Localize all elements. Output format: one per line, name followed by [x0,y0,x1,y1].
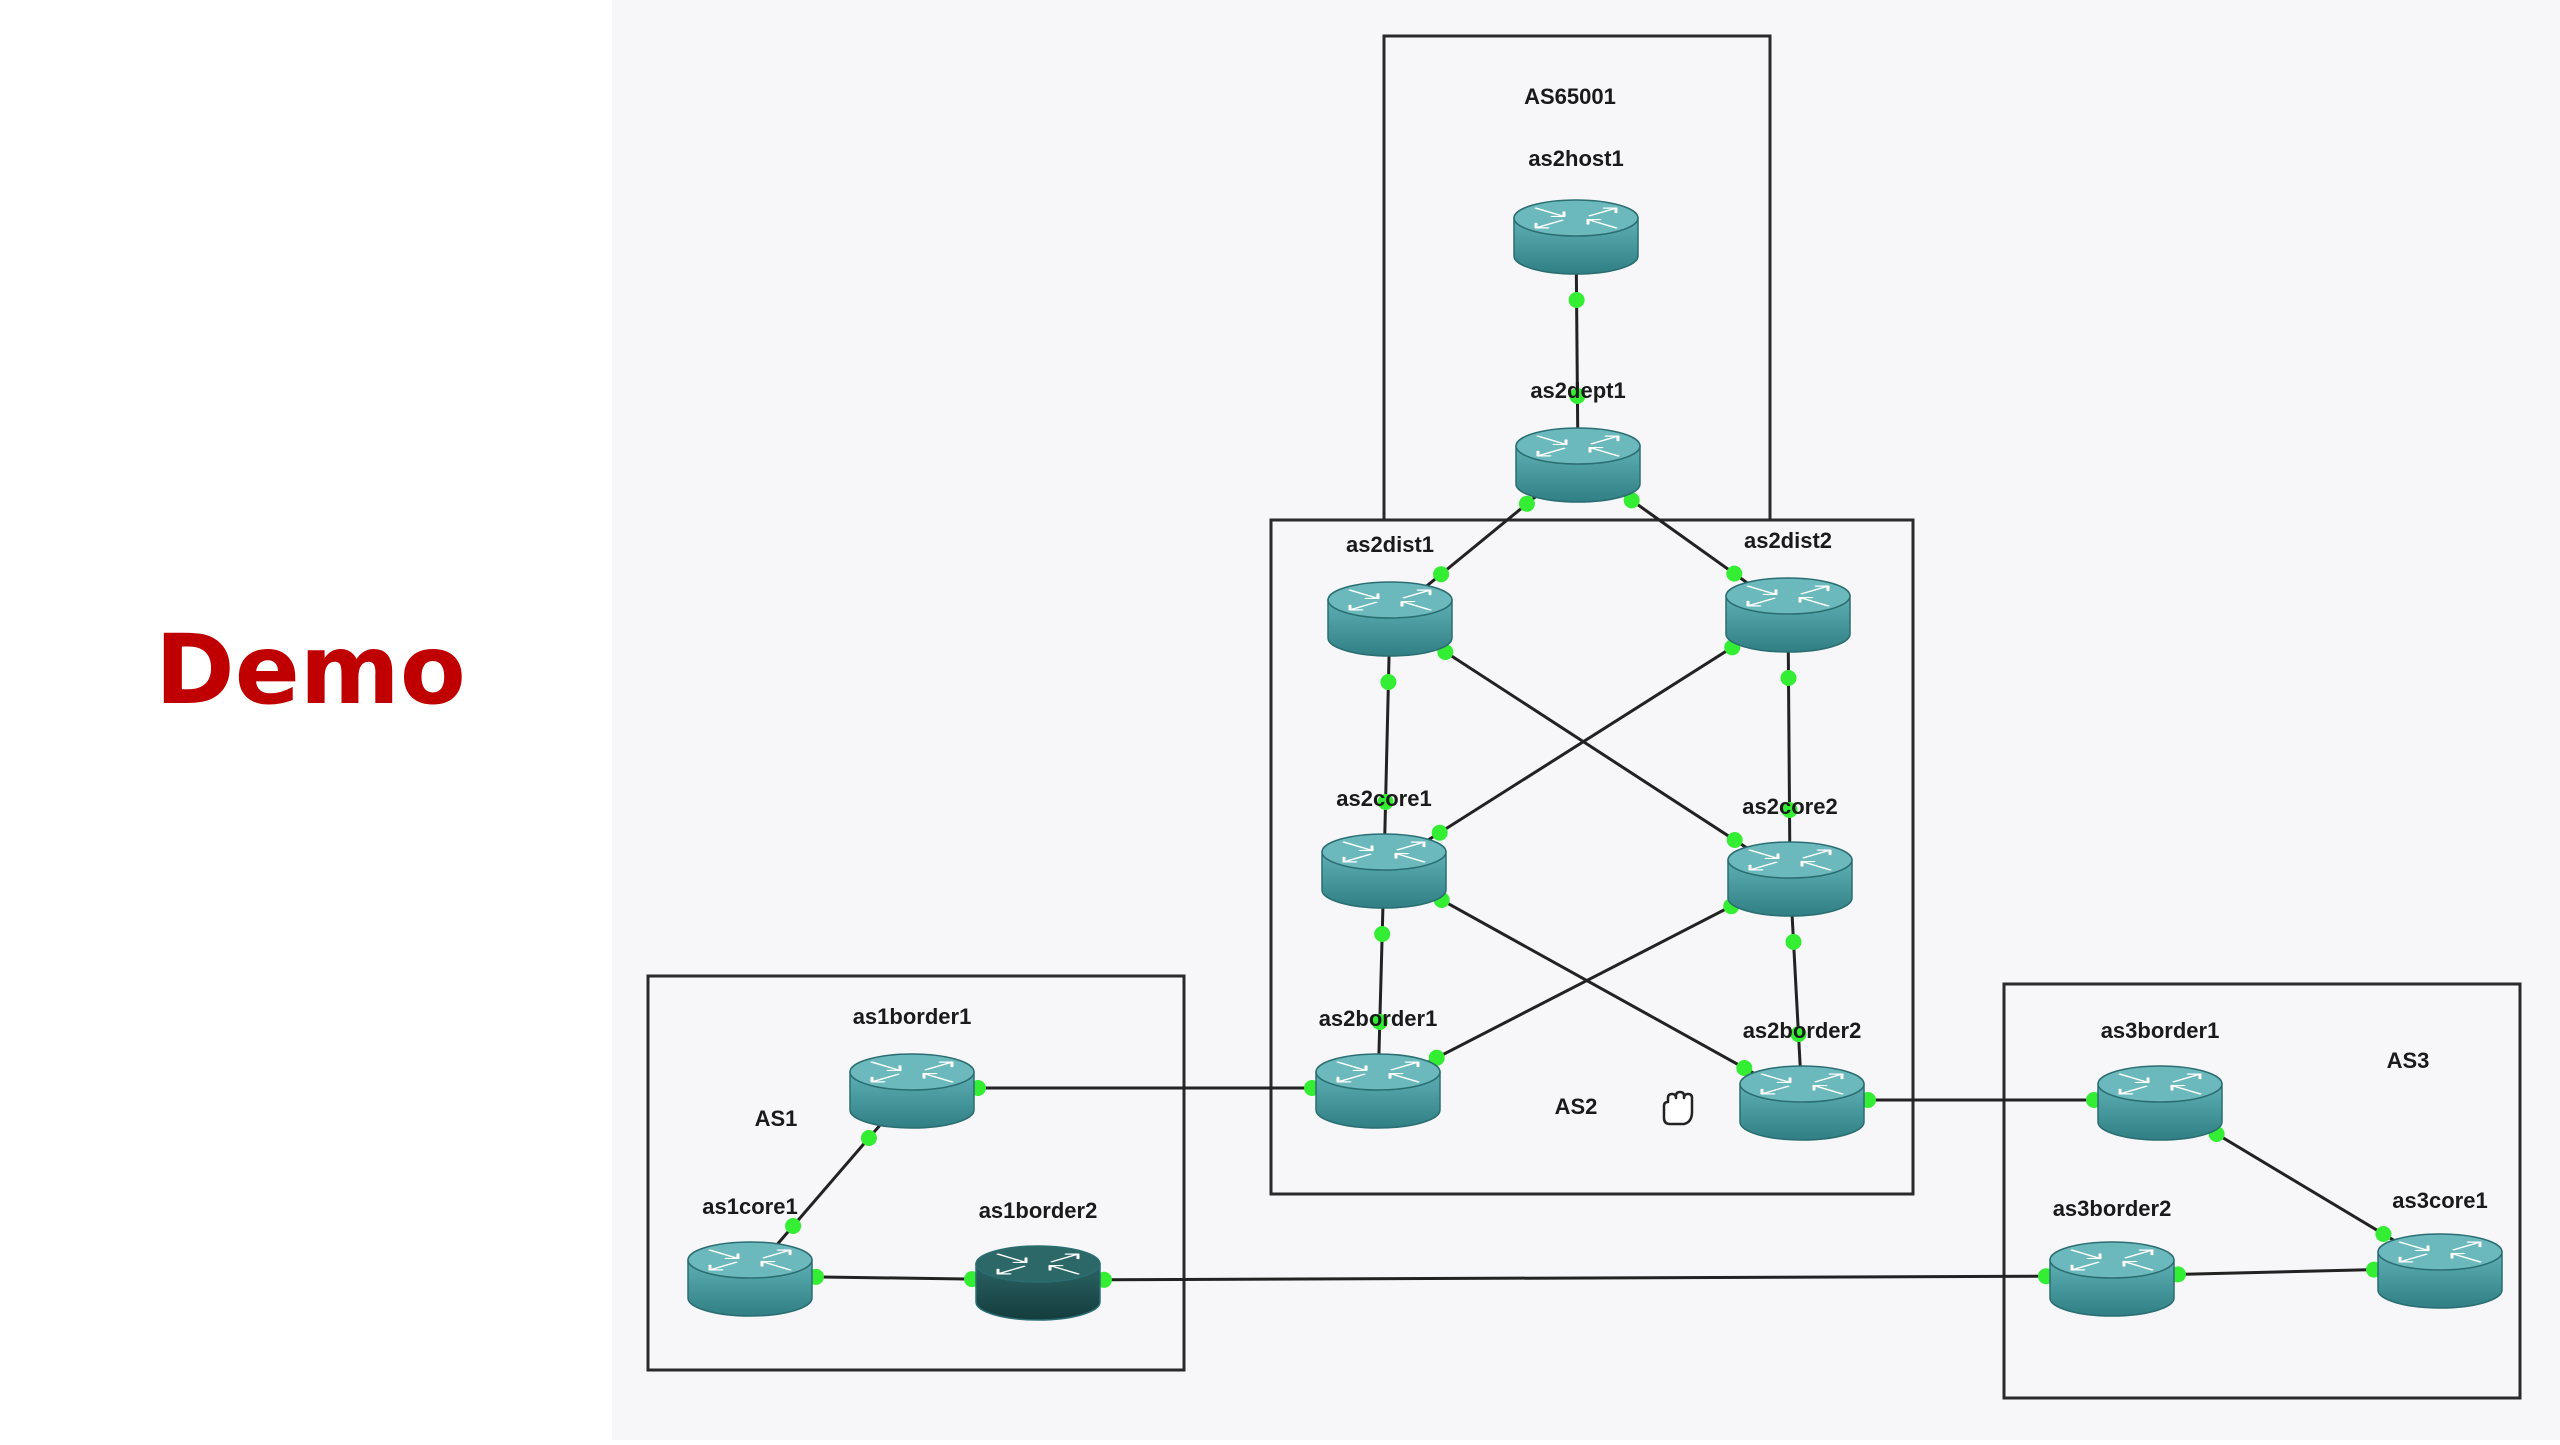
area-label-as1: AS1 [755,1106,798,1131]
area-box-as3[interactable] [2002,982,2522,1400]
node-as2dist1[interactable]: as2dist1 [1327,532,1453,657]
node-label-as1border1: as1border1 [853,1004,972,1029]
port-as2host1[interactable] [1568,292,1585,308]
port-as2dist2[interactable] [1780,670,1797,686]
hand-cursor-icon [1662,1090,1694,1126]
link-as2dist1-as2core2[interactable] [1389,614,1791,878]
port-as2border2[interactable] [1790,1026,1807,1043]
node-as1border2[interactable]: as1border2 [975,1198,1101,1321]
router-icon[interactable] [1321,833,1447,909]
port-as2core1[interactable] [1377,794,1394,810]
node-label-as2core2: as2core2 [1742,794,1837,819]
node-label-as3border2: as3border2 [2053,1196,2172,1221]
router-icon[interactable] [975,1245,1101,1321]
port-as2core2[interactable] [1726,832,1743,848]
node-as3border1[interactable]: as3border1 [2097,1018,2223,1141]
link-as2core2-as2border1[interactable] [1377,874,1791,1090]
router-icon[interactable] [1513,199,1639,275]
router-icon[interactable] [1515,427,1641,503]
node-as1core1[interactable]: as1core1 [687,1194,813,1317]
port-as2dept1[interactable] [1518,495,1535,512]
port-as2border1[interactable] [1371,1014,1388,1030]
link-as2dist2-as2core1[interactable] [1383,610,1789,870]
node-as2core2[interactable]: as2core2 [1727,794,1853,917]
router-icon[interactable] [1739,1065,1865,1141]
port-as2dist2[interactable] [1726,565,1743,582]
link-as1border2-as3border2[interactable] [1037,1274,2113,1282]
node-label-as2border2: as2border2 [1743,1018,1862,1043]
area-box-as2[interactable] [1269,518,1915,1196]
port-as1core1[interactable] [785,1218,802,1234]
node-label-as2dist2: as2dist2 [1744,528,1832,553]
port-as2core1[interactable] [1374,926,1391,942]
node-as1border1[interactable]: as1border1 [849,1004,975,1129]
port-as2dist1[interactable] [1433,566,1450,583]
area-label-as3: AS3 [2387,1048,2430,1073]
node-as3border2[interactable]: as3border2 [2049,1196,2175,1317]
port-as2core2[interactable] [1785,933,1802,950]
router-icon[interactable] [1315,1053,1441,1129]
node-as3core1[interactable]: as3core1 [2377,1188,2503,1309]
router-icon[interactable] [1727,841,1853,917]
area-box-as1[interactable] [646,974,1186,1372]
node-label-as3core1: as3core1 [2392,1188,2487,1213]
port-as2core1[interactable] [1431,824,1448,841]
node-label-as2dist1: as2dist1 [1346,532,1434,557]
node-label-as1core1: as1core1 [702,1194,797,1219]
port-as2core2[interactable] [1781,802,1798,818]
slide-title: Demo [155,614,466,726]
area-label-as65001: AS65001 [1524,84,1616,109]
node-label-as2core1: as2core1 [1336,786,1431,811]
port-as2dept1[interactable] [1569,388,1586,404]
router-icon[interactable] [1327,581,1453,657]
port-as2border2[interactable] [1736,1060,1753,1076]
port-as3core1[interactable] [2375,1226,2392,1242]
link-as2dist2-as2core2[interactable] [1786,611,1792,877]
port-as2dept1[interactable] [1623,492,1640,509]
node-label-as3border1: as3border1 [2101,1018,2220,1043]
link-as2dist1-as2core1[interactable] [1382,615,1392,869]
node-label-as2host1: as2host1 [1528,146,1623,171]
router-icon[interactable] [1725,577,1851,653]
port-as2dist1[interactable] [1380,674,1397,690]
router-icon[interactable] [2097,1065,2223,1141]
node-label-as1border2: as1border2 [979,1198,1098,1223]
link-as2core1-as2border2[interactable] [1383,866,1803,1102]
router-icon[interactable] [2049,1241,2175,1317]
router-icon[interactable] [687,1241,813,1317]
router-icon[interactable] [2377,1233,2503,1309]
node-as2dept1[interactable]: as2dept1 [1515,378,1641,503]
node-label-as2dept1: as2dept1 [1530,378,1625,403]
node-as2border1[interactable]: as2border1 [1315,1006,1441,1129]
node-as2dist2[interactable]: as2dist2 [1725,528,1851,653]
router-icon[interactable] [849,1053,975,1129]
node-label-as2border1: as2border1 [1319,1006,1438,1031]
node-as2core1[interactable]: as2core1 [1321,786,1447,909]
area-label-as2: AS2 [1555,1094,1598,1119]
node-as2host1[interactable]: as2host1 [1513,146,1639,275]
port-as2border1[interactable] [1428,1049,1445,1066]
node-as2border2[interactable]: as2border2 [1739,1018,1865,1141]
port-as1border1[interactable] [860,1130,877,1146]
